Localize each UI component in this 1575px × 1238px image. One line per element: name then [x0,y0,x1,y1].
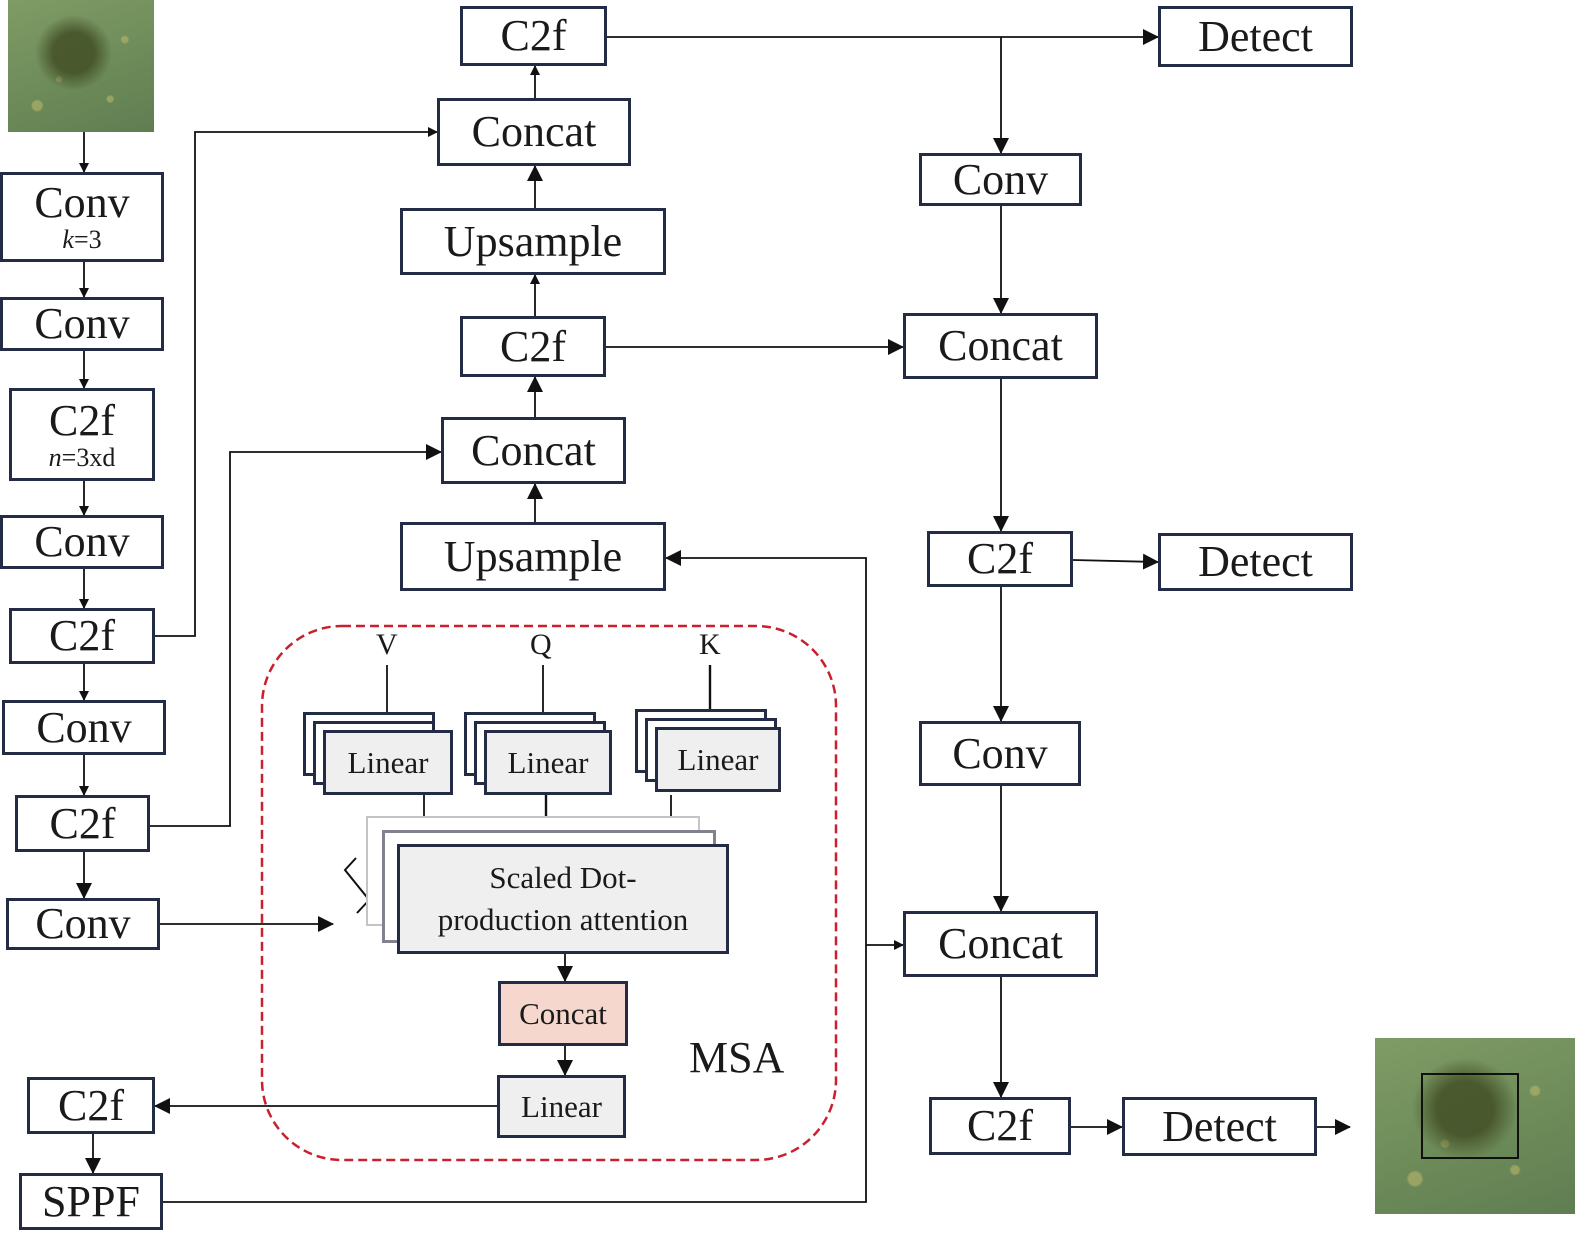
param-val: =3 [73,225,102,254]
head-concat-b[interactable]: Concat [903,911,1098,977]
linear-q[interactable]: Linear [484,730,612,795]
linear-label: Linear [507,745,589,780]
linear-label: Linear [347,745,429,780]
msa-concat[interactable]: Concat [498,981,628,1046]
attention-label-line2: production attention [437,902,689,937]
conv-kernel-param: k=3 [62,227,101,253]
conv-label: Conv [36,702,132,752]
msa-title: MSA [689,1033,785,1082]
c2f-label: C2f [49,395,115,445]
detection-bounding-box [1421,1073,1519,1159]
c2f-label: C2f [49,611,115,660]
c2f-label: C2f [500,11,567,60]
conv-label: Conv [34,517,130,566]
concat-label: Concat [471,425,596,475]
neck-upsample-top[interactable]: Upsample [400,208,666,275]
conv-label: Conv [35,899,131,948]
backbone-c2f-4[interactable]: C2f [27,1077,155,1134]
backbone-sppf[interactable]: SPPF [19,1173,163,1230]
neck-upsample-bottom[interactable]: Upsample [400,522,666,591]
conv-label: Conv [34,299,130,348]
head-c2f-b[interactable]: C2f [929,1097,1071,1155]
upsample-label: Upsample [443,531,623,581]
backbone-c2f-1[interactable]: C2f n=3xd [9,388,155,481]
neck-c2f-top[interactable]: C2f [460,6,607,66]
concat-label: Concat [938,321,1063,370]
c2f-label: C2f [58,1080,124,1130]
param-var: k [62,225,74,254]
c2f-n-param: n=3xd [48,442,116,472]
backbone-conv-2[interactable]: Conv [0,297,164,351]
sppf-label: SPPF [42,1176,140,1226]
msa-input-v: V [376,628,398,661]
concat-label: Concat [938,919,1063,968]
c2f-label: C2f [500,321,566,371]
param-val: =3xd [61,442,116,472]
param-var: n [48,442,62,472]
c2f-label: C2f [967,534,1033,583]
linear-label: Linear [521,1089,602,1124]
detect-label: Detect [1198,537,1313,586]
linear-label: Linear [677,742,759,777]
conv-label: Conv [952,154,1049,204]
linear-v[interactable]: Linear [323,730,453,795]
msa-input-q: Q [530,628,552,661]
conv-label: Conv [952,728,1048,778]
c2f-label: C2f [49,798,116,848]
msa-linear-out[interactable]: Linear [497,1075,626,1138]
output-image [1375,1038,1575,1214]
backbone-conv-k3[interactable]: Conv k=3 [0,172,164,262]
input-image [8,0,154,132]
backbone-conv-3[interactable]: Conv [0,515,164,569]
msa-region-border [260,624,838,1162]
neck-c2f-mid[interactable]: C2f [460,316,606,377]
upsample-label: Upsample [443,216,623,266]
head-detect-2[interactable]: Detect [1158,533,1353,591]
head-detect-1[interactable]: Detect [1158,6,1353,67]
backbone-c2f-2[interactable]: C2f [9,608,155,664]
head-detect-3[interactable]: Detect [1122,1097,1317,1156]
detect-label: Detect [1198,11,1313,61]
attention-label-line1: Scaled Dot- [489,860,637,896]
scaled-dot-product-attention[interactable]: Scaled Dot- production attention [397,844,729,954]
conv-label: Conv [34,178,130,227]
neck-concat-top[interactable]: Concat [437,98,631,166]
detect-label: Detect [1162,1101,1277,1151]
head-conv-a[interactable]: Conv [919,153,1082,206]
head-concat-a[interactable]: Concat [903,313,1098,379]
concat-label: Concat [519,996,607,1031]
head-c2f-a[interactable]: C2f [927,531,1073,587]
head-conv-b[interactable]: Conv [919,721,1081,786]
neck-concat-mid[interactable]: Concat [441,417,626,484]
backbone-conv-5[interactable]: Conv [6,898,160,950]
linear-k[interactable]: Linear [655,727,781,792]
concat-label: Concat [471,107,597,156]
backbone-conv-4[interactable]: Conv [2,700,166,755]
backbone-c2f-3[interactable]: C2f [15,795,150,852]
msa-input-k: K [699,628,721,661]
c2f-label: C2f [967,1101,1033,1150]
